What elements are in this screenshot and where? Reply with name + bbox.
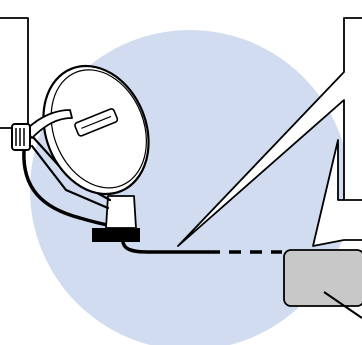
satellite-dish	[42, 64, 150, 196]
mount-clamp	[92, 228, 140, 242]
callout-left	[0, 17, 29, 141]
callout-right-bottom	[312, 139, 362, 247]
receiver-output-cable	[323, 291, 362, 319]
receiver-box	[283, 249, 362, 307]
mount-arm	[25, 109, 73, 139]
callout-right-top	[177, 17, 362, 247]
lnb	[11, 123, 31, 151]
